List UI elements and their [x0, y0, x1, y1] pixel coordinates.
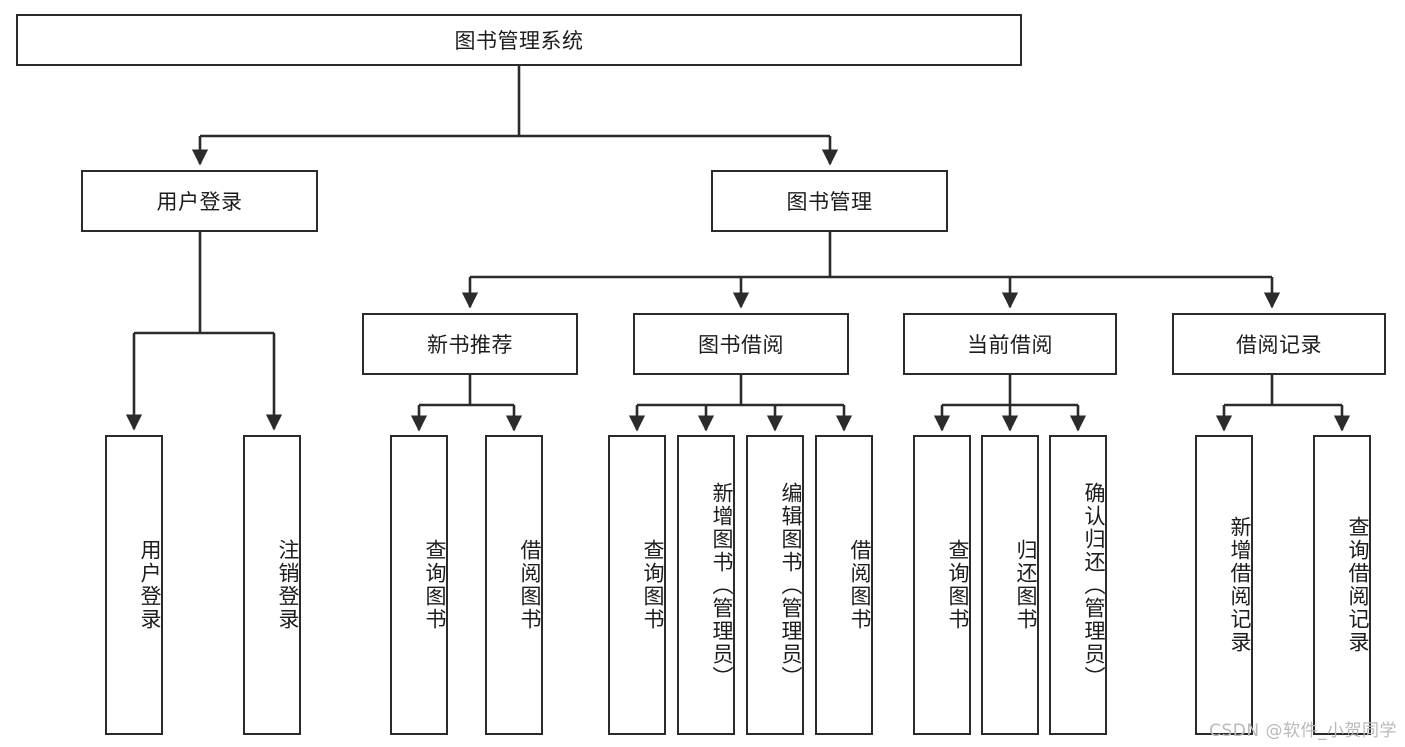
node-leaf-query-book-borrow[interactable]: 查询图书	[608, 435, 666, 735]
node-label: 查询图书	[946, 539, 970, 631]
node-label: 注销登录	[276, 539, 300, 631]
node-leaf-add-book[interactable]: 新增图书（管理员）	[677, 435, 735, 735]
node-leaf-logout-login[interactable]: 注销登录	[243, 435, 301, 735]
node-book-borrow[interactable]: 图书借阅	[633, 313, 849, 375]
node-leaf-borrow-book-recommend[interactable]: 借阅图书	[485, 435, 543, 735]
node-label: 查询图书	[641, 539, 665, 631]
node-borrow-record[interactable]: 借阅记录	[1172, 313, 1386, 375]
node-label: 图书管理系统	[454, 29, 584, 53]
node-leaf-borrow-book[interactable]: 借阅图书	[815, 435, 873, 735]
node-leaf-return-book[interactable]: 归还图书	[981, 435, 1039, 735]
node-leaf-add-borrow-record[interactable]: 新增借阅记录	[1195, 435, 1253, 735]
node-leaf-edit-book[interactable]: 编辑图书（管理员）	[746, 435, 804, 735]
node-new-book-recommend[interactable]: 新书推荐	[362, 313, 578, 375]
node-leaf-query-book-current[interactable]: 查询图书	[913, 435, 971, 735]
node-label: 新增借阅记录	[1228, 516, 1252, 654]
node-current-borrow[interactable]: 当前借阅	[903, 313, 1117, 375]
node-label: 新增图书（管理员）	[710, 481, 734, 689]
node-root-book-management-system[interactable]: 图书管理系统	[16, 14, 1022, 66]
node-label: 用户登录	[156, 190, 243, 214]
node-leaf-query-borrow-record[interactable]: 查询借阅记录	[1313, 435, 1371, 735]
node-label: 图书借阅	[698, 333, 784, 357]
node-label: 确认归还（管理员）	[1082, 481, 1106, 689]
node-book-manage[interactable]: 图书管理	[711, 170, 948, 232]
node-label: 借阅记录	[1236, 333, 1322, 357]
node-leaf-user-login[interactable]: 用户登录	[105, 435, 163, 735]
node-leaf-confirm-return[interactable]: 确认归还（管理员）	[1049, 435, 1107, 735]
node-label: 借阅图书	[848, 539, 872, 631]
node-label: 编辑图书（管理员）	[779, 481, 803, 689]
node-label: 查询借阅记录	[1346, 516, 1370, 654]
node-user-login[interactable]: 用户登录	[81, 170, 318, 232]
node-label: 当前借阅	[967, 333, 1053, 357]
node-leaf-query-book-recommend[interactable]: 查询图书	[390, 435, 448, 735]
watermark: CSDN @软件_小贺同学	[1209, 721, 1397, 741]
node-label: 新书推荐	[427, 333, 513, 357]
node-label: 借阅图书	[518, 539, 542, 631]
node-label: 归还图书	[1014, 539, 1038, 631]
node-label: 图书管理	[786, 190, 873, 214]
node-label: 查询图书	[423, 539, 447, 631]
node-label: 用户登录	[138, 539, 162, 631]
